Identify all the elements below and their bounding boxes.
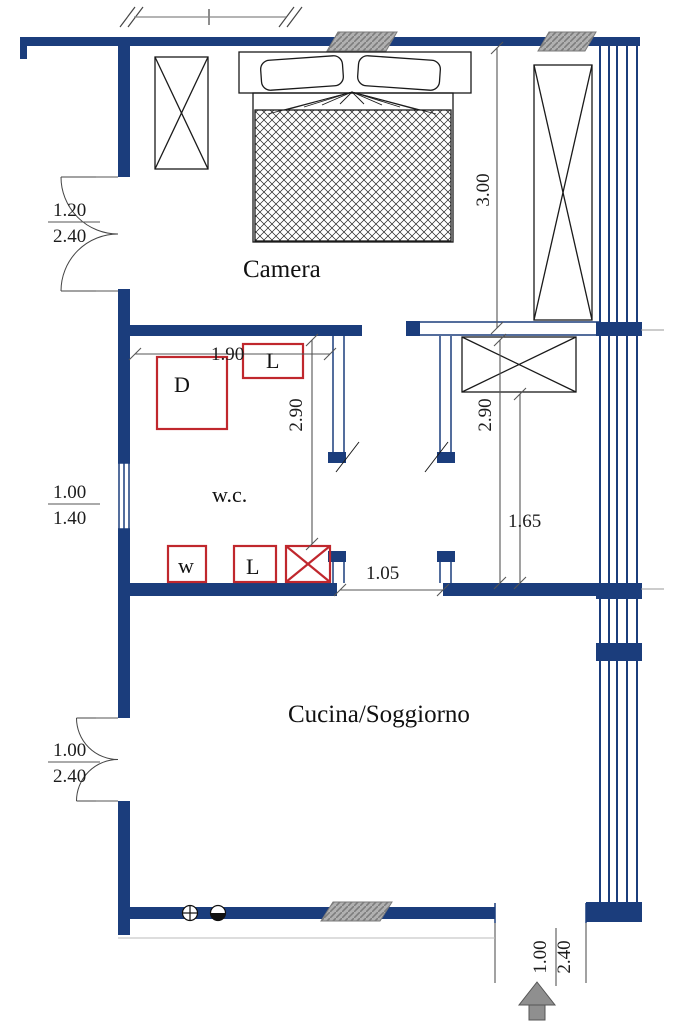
dim-window-den: 1.40 bbox=[53, 508, 86, 529]
wall-bottom bbox=[118, 907, 495, 919]
hatched-openings bbox=[320, 31, 597, 922]
fixture-label-sink-bottom: L bbox=[246, 554, 259, 579]
wall-left-4 bbox=[118, 801, 130, 935]
wall-left-3 bbox=[118, 529, 130, 718]
wall-top-left-stub bbox=[20, 37, 27, 59]
sink-top-box bbox=[241, 342, 305, 380]
dim-door-bottom-num: 1.00 bbox=[53, 740, 86, 761]
pillow-right bbox=[357, 55, 441, 91]
dim-wc-depth: 2.90 bbox=[286, 398, 307, 431]
right-wall-block-2 bbox=[596, 583, 642, 599]
right-wall-block-1 bbox=[596, 322, 642, 336]
wall-lines bbox=[118, 321, 600, 923]
furniture bbox=[154, 51, 593, 393]
break-marks bbox=[119, 6, 303, 28]
fixture-label-shower: D bbox=[174, 372, 190, 397]
plan-symbols bbox=[181, 904, 557, 1021]
washer-box bbox=[166, 544, 208, 584]
dim-window-num: 1.00 bbox=[53, 482, 86, 503]
bed-blanket-hatch bbox=[254, 109, 452, 242]
wall-cucina-north-left bbox=[118, 583, 337, 596]
dim-entrance-den: 2.40 bbox=[554, 940, 575, 973]
fixture-label-washer: w bbox=[178, 553, 194, 578]
dim-hall-width: 1.65 bbox=[508, 511, 541, 532]
wall-wc-north bbox=[130, 325, 362, 336]
vent-bottom bbox=[320, 901, 393, 922]
wall-right-multiline bbox=[599, 46, 638, 902]
closet-hall bbox=[461, 336, 577, 393]
jamb-wc-door-bottom bbox=[328, 551, 346, 562]
vent-top-right bbox=[537, 31, 597, 52]
jamb-camera-south bbox=[406, 321, 420, 336]
door-leaf-hall bbox=[424, 441, 449, 473]
right-wall-block-3 bbox=[596, 643, 642, 661]
dim-door-top-num: 1.20 bbox=[53, 200, 86, 221]
dim-door-bottom-den: 2.40 bbox=[53, 766, 86, 787]
dim-door-top-den: 2.40 bbox=[53, 226, 86, 247]
jamb-wc-door-top bbox=[328, 452, 346, 463]
dim-wc-width: 1.90 bbox=[211, 344, 244, 365]
dimension-lines bbox=[48, 41, 664, 986]
wardrobe-left bbox=[154, 56, 209, 170]
room-label-cucina: Cucina/Soggiorno bbox=[288, 701, 470, 728]
jamb-hall-door-bottom bbox=[437, 551, 455, 562]
labels: Camera w.c. Cucina/Soggiorno D L w L 1.9… bbox=[53, 173, 575, 973]
door-leaf-wc bbox=[335, 441, 360, 473]
half-circle-icon bbox=[209, 904, 227, 922]
room-label-camera: Camera bbox=[243, 256, 321, 283]
vent-top-left bbox=[326, 31, 398, 52]
sink-bottom-box bbox=[232, 544, 278, 584]
entrance-arrow-icon bbox=[517, 981, 557, 1021]
pillow-left bbox=[260, 55, 344, 91]
dim-hall-opening: 1.05 bbox=[366, 563, 399, 584]
room-label-wc: w.c. bbox=[212, 482, 247, 507]
walls bbox=[20, 37, 642, 935]
double-bed bbox=[238, 51, 472, 243]
sanitary-fixtures bbox=[155, 342, 332, 584]
wall-bottom-right-block bbox=[586, 902, 642, 922]
jamb-hall-door-top bbox=[437, 452, 455, 463]
dim-hall-depth: 2.90 bbox=[475, 398, 496, 431]
fixture-label-sink-top: L bbox=[266, 348, 279, 373]
dim-entrance-num: 1.00 bbox=[530, 940, 551, 973]
wall-left-1 bbox=[118, 37, 130, 177]
bed-headboard bbox=[238, 51, 472, 94]
wardrobe-right bbox=[533, 64, 593, 321]
crossed-circle-icon bbox=[181, 904, 199, 922]
crossed-fixture-box bbox=[284, 544, 332, 584]
wall-left-2 bbox=[118, 289, 130, 463]
dim-camera-depth: 3.00 bbox=[473, 173, 494, 206]
shower-box bbox=[155, 355, 229, 431]
wall-cucina-north-right bbox=[443, 583, 600, 596]
wall-top bbox=[20, 37, 640, 46]
